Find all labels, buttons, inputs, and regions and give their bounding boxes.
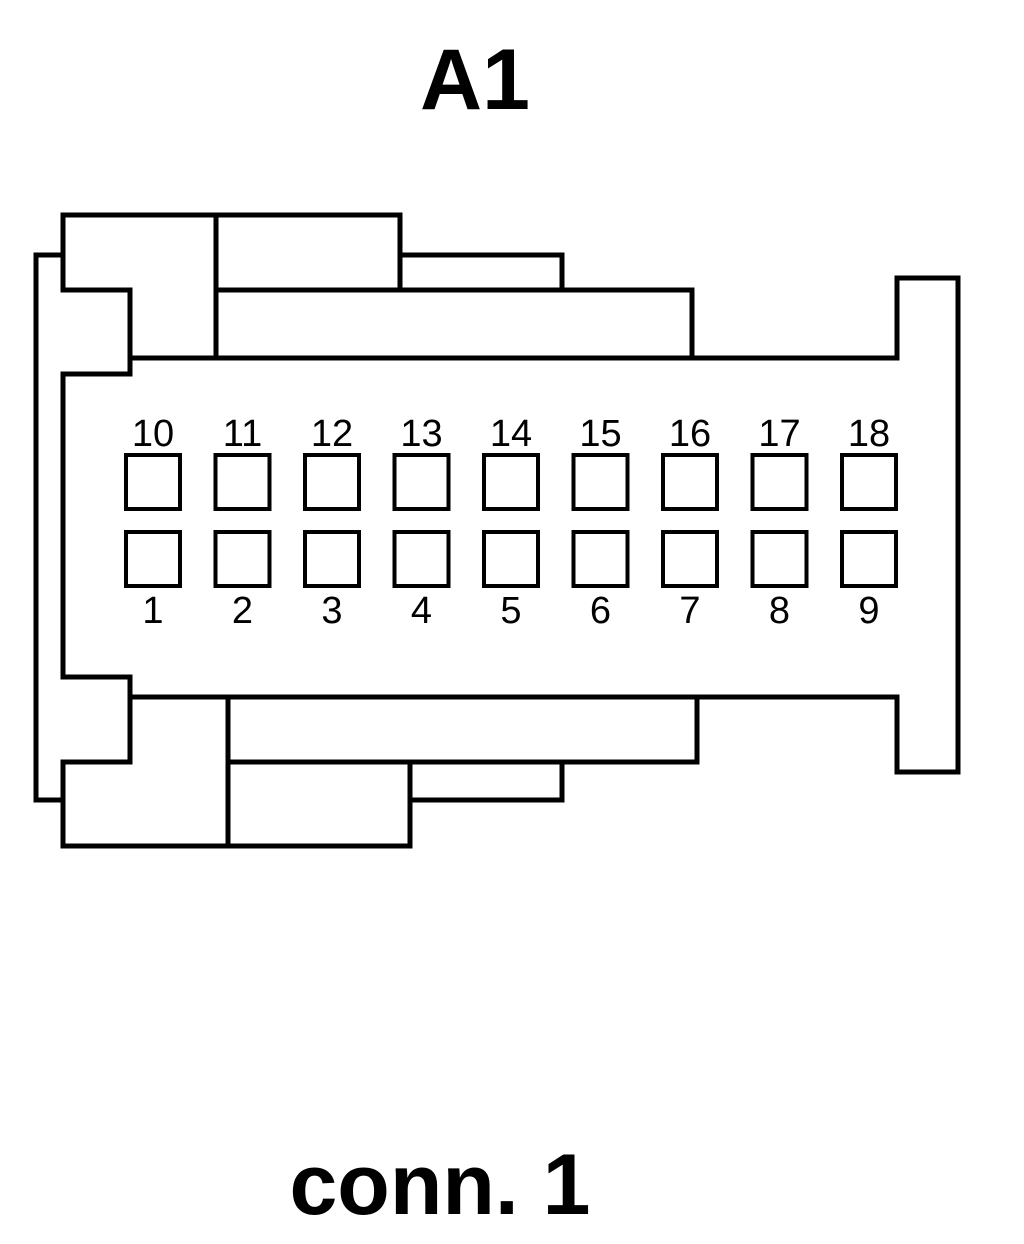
pin-label-5: 5	[500, 590, 521, 632]
connector-body	[60, 275, 961, 775]
connector-footer-label: conn. 1	[289, 1137, 591, 1233]
pin-label-2: 2	[232, 590, 253, 632]
pin-label-7: 7	[679, 590, 700, 632]
pin-label-8: 8	[769, 590, 790, 632]
pin-label-13: 13	[400, 413, 442, 455]
pin-15	[571, 453, 630, 511]
pin-label-3: 3	[321, 590, 342, 632]
pin-label-17: 17	[758, 413, 800, 455]
pin-8	[750, 530, 809, 588]
pin-4	[392, 530, 451, 588]
pin-10	[124, 453, 182, 511]
pin-label-16: 16	[669, 413, 711, 455]
pin-18	[840, 453, 898, 511]
pin-17	[750, 453, 809, 511]
pin-7	[661, 530, 719, 588]
pin-label-4: 4	[411, 590, 432, 632]
pin-2	[213, 530, 272, 588]
pin-6	[571, 530, 630, 588]
pin-5	[482, 530, 540, 588]
pin-label-12: 12	[311, 413, 353, 455]
pin-9	[840, 530, 898, 588]
upper-latch-frame	[60, 212, 695, 361]
pin-13	[392, 453, 451, 511]
pin-label-18: 18	[848, 413, 890, 455]
pin-14	[482, 453, 540, 511]
lower-latch-frame	[60, 694, 700, 849]
pin-1	[124, 530, 182, 588]
pin-label-15: 15	[579, 413, 621, 455]
pin-label-10: 10	[132, 413, 174, 455]
pin-label-11: 11	[223, 413, 262, 455]
pin-16	[661, 453, 719, 511]
pin-11	[213, 453, 272, 511]
pin-12	[303, 453, 361, 511]
pin-label-6: 6	[590, 590, 611, 632]
pin-label-14: 14	[490, 413, 532, 455]
pin-label-1: 1	[142, 590, 163, 632]
pin-label-9: 9	[858, 590, 879, 632]
connector-title: A1	[420, 32, 530, 128]
pin-3	[303, 530, 361, 588]
left-side-rail	[33, 252, 63, 803]
